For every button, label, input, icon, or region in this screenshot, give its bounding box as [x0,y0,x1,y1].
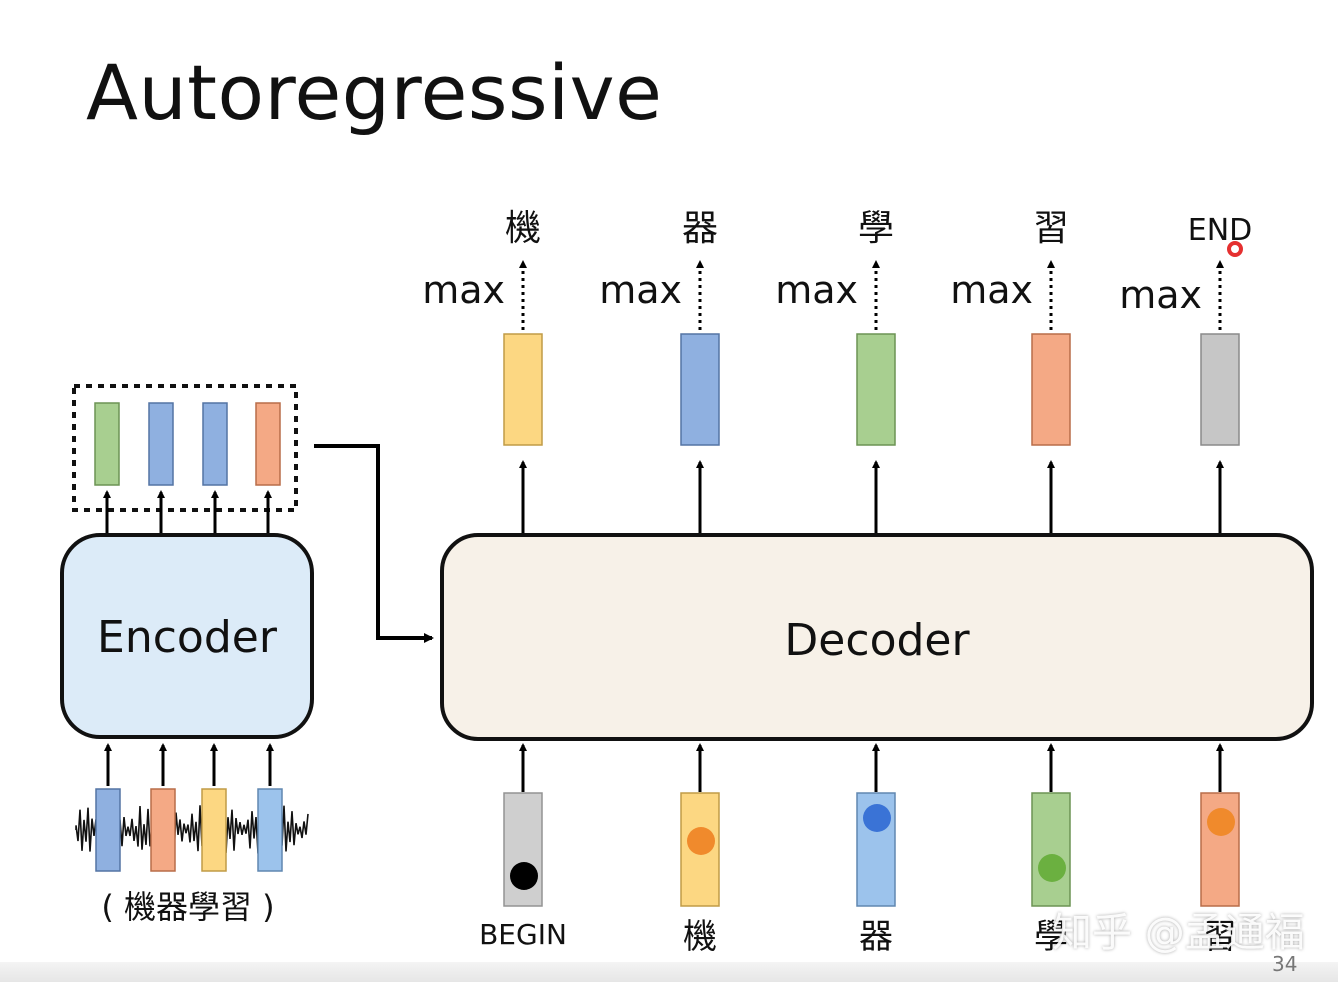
encoder-block [60,533,314,739]
pointer-dot [1227,241,1243,257]
decoder-output-vector [1031,333,1071,446]
max-label: max [1119,273,1202,317]
watermark: 知乎 @孟通福 [1052,910,1305,956]
decoder-output-vector [680,333,720,446]
bottom-bar [0,962,1338,982]
decoder-output-vector [856,333,896,446]
decoder-input-dot [510,862,538,890]
encoder-input-vector [201,788,227,872]
decoder-output-vector [503,333,543,446]
decoder-input-dot [1207,808,1235,836]
encoder-input-vector [150,788,176,872]
decoder-input-token: 習 [1203,917,1237,957]
decoder-output-token: 習 [1033,208,1069,249]
encoder-output-group [72,384,298,512]
decoder-input-token: 機 [683,917,717,957]
decoder-output-token: 器 [682,208,718,249]
decoder-block [440,533,1314,741]
decoder-input-token: 學 [1034,917,1068,957]
decoder-output-token: 學 [858,208,894,249]
max-label: max [950,268,1033,312]
encoder-input-vector [95,788,121,872]
max-label: max [775,268,858,312]
decoder-output-vector [1200,333,1240,446]
decoder-input-dot [1038,854,1066,882]
slide-title: Autoregressive [86,48,663,137]
encoder-input-caption: ( 機器學習 ) [101,888,274,926]
encoder-output-vector [202,402,228,486]
encoder-output-vector [94,402,120,486]
decoder-output-token: END [1188,213,1253,248]
encoder-output-vector [148,402,174,486]
encoder-input-vector [257,788,283,872]
decoder-input-token: 器 [859,917,893,957]
page-number: 34 [1272,952,1298,976]
encoder-label: Encoder [97,612,278,663]
decoder-input-dot [687,827,715,855]
decoder-label: Decoder [784,615,970,666]
max-label: max [599,268,682,312]
max-label: max [422,268,505,312]
decoder-input-dot [863,804,891,832]
encoder-to-decoder-arrow [314,444,434,643]
decoder-output-token: 機 [505,208,541,249]
encoder-output-vector [255,402,281,486]
decoder-input-token: BEGIN [479,918,567,951]
decoder-input-vector [1031,792,1071,907]
